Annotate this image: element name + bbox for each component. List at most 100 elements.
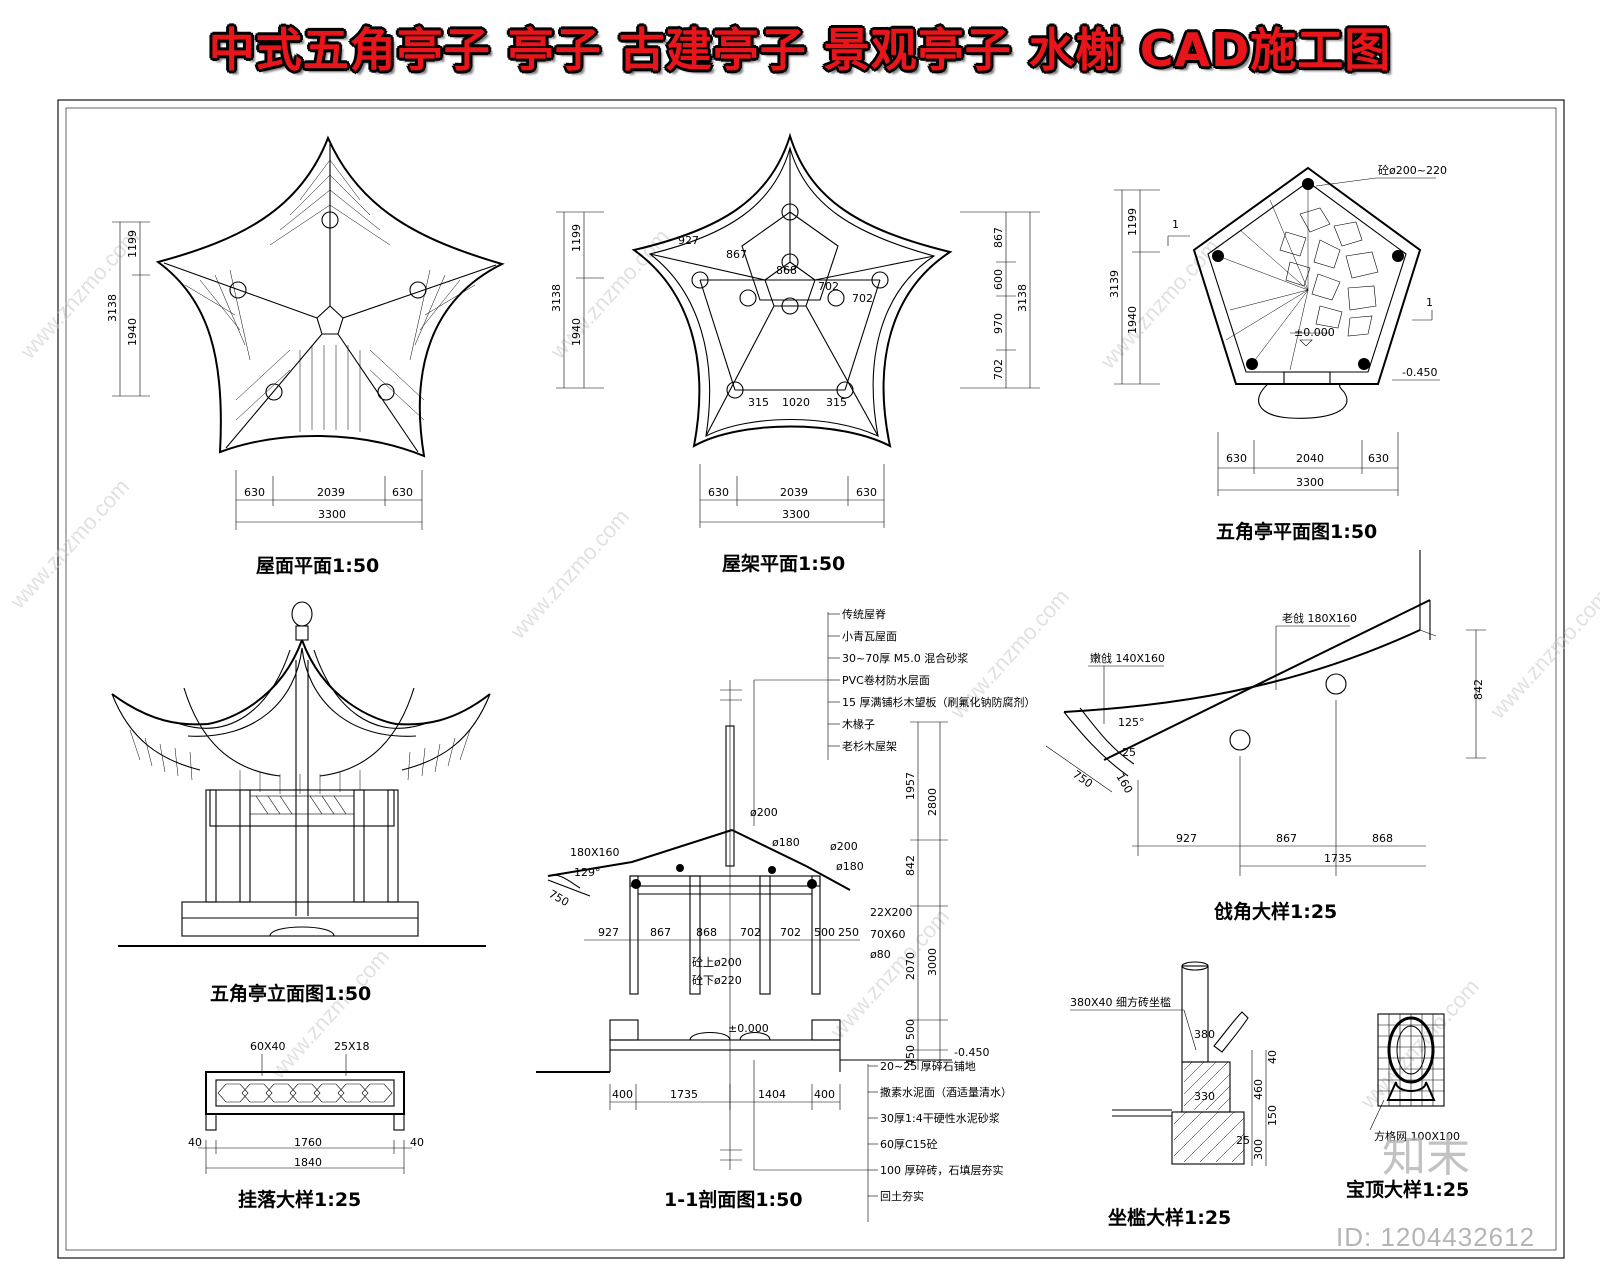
watermark: www.znzmo.com: [1354, 974, 1484, 1114]
member-size: 嫩戗 140X160: [1090, 651, 1165, 665]
dim-text: 25: [1122, 746, 1136, 759]
dim-text: 702: [852, 292, 873, 305]
member-size: ø80: [870, 948, 891, 961]
dim-text: 1020: [782, 396, 810, 409]
dim-text: 927: [678, 234, 699, 247]
finial-detail: 方格网 100X100 宝顶大样1:25: [1346, 1013, 1469, 1201]
finial-ball: [1387, 1016, 1435, 1084]
roof-outline: [155, 135, 505, 458]
dim-text: 1199: [1126, 208, 1139, 236]
drawing-title: 中式五角亭子 亭子 古建亭子 景观亭子 水榭 CAD施工图: [208, 23, 1392, 77]
dim-text: 40: [1266, 1050, 1279, 1064]
angle-label: 125°: [1118, 716, 1145, 729]
dim-text: 1760: [294, 1136, 322, 1149]
dim-text: 2800: [926, 788, 939, 816]
dim-text: 3138: [550, 284, 563, 312]
floor-layer-list: 20~25 厚碎石铺地 撒素水泥面（酒适量清水） 30厚1:4干硬性水泥砂浆 6…: [868, 1059, 1012, 1203]
member-size: 25X18: [334, 1040, 370, 1053]
caption-seat: 坐槛大样1:25: [1108, 1206, 1231, 1229]
member-size: 老戗 180X160: [1282, 612, 1357, 625]
roof-plan: 1199 1940 3138 630 2039 630 3300 屋面平面1:5…: [106, 135, 505, 577]
dim-text: 3139: [1108, 270, 1121, 298]
dim-text: 300: [1252, 1139, 1265, 1160]
sheet-outer-border: [57, 99, 1565, 1259]
level-mark: ±0.000: [728, 1022, 769, 1035]
caption-hanging: 挂落大样1:25: [238, 1188, 361, 1211]
dim-text: 2070: [904, 952, 917, 980]
watermark: www.znzmo.com: [1094, 234, 1224, 374]
layer-note: 撒素水泥面（酒适量清水）: [880, 1085, 1012, 1099]
dim-text: 630: [856, 486, 877, 499]
member-size: 60X40: [250, 1040, 286, 1053]
grid-note: 方格网 100X100: [1374, 1129, 1460, 1143]
dim-text: 40: [188, 1136, 202, 1149]
caption-corner: 戗角大样1:25: [1214, 900, 1337, 923]
dim-text: 250: [838, 926, 859, 939]
dim-text: 315: [748, 396, 769, 409]
dim-text: 2039: [780, 486, 808, 499]
watermark: www.znzmo.com: [504, 504, 634, 644]
dim-text: 750: [547, 887, 572, 909]
dim-text: 3138: [106, 294, 119, 322]
level-mark: -0.450: [1402, 366, 1437, 379]
dim-text: 868: [696, 926, 717, 939]
dim-text: 460: [1252, 1079, 1265, 1100]
member-size: ø180: [772, 836, 800, 849]
caption-elevation: 五角亭立面图1:50: [210, 982, 371, 1005]
layer-note: 30~70厚 M5.0 混合砂浆: [842, 651, 968, 665]
dim-text: 868: [1372, 832, 1393, 845]
watermark: www.znzmo.com: [264, 944, 394, 1084]
layer-note: 小青瓦屋面: [842, 630, 897, 643]
member-size: ø180: [836, 860, 864, 873]
caption-section: 1-1剖面图1:50: [664, 1188, 803, 1211]
level-mark: ±0.000: [1294, 326, 1335, 339]
ridge-pentagon: [316, 305, 344, 335]
member-size: 180X160: [570, 846, 620, 859]
dim-text: 927: [1176, 832, 1197, 845]
layer-note: 老杉木屋架: [842, 739, 897, 753]
dim-text: 702: [818, 280, 839, 293]
column-label: 砼上ø200: [692, 956, 742, 969]
corner-detail: 927 867 868 1735 842 老戗 180X160 嫩戗 140X1…: [1045, 550, 1486, 923]
dim-text: 315: [826, 396, 847, 409]
title-banner: 中式五角亭子 亭子 古建亭子 景观亭子 水榭 CAD施工图: [0, 0, 1600, 88]
column-note: 砼ø200~220: [1378, 164, 1447, 177]
level-mark: -0.450: [954, 1046, 989, 1059]
dim-text: 1840: [294, 1156, 322, 1169]
dim-text: 3300: [782, 508, 810, 521]
floor-plan: ±0.000 -0.450 砼ø200~220 1 1 1199 1940 31…: [1108, 164, 1447, 543]
layer-note: 回土夯实: [880, 1189, 924, 1203]
dim-text: 3000: [926, 948, 939, 976]
dim-text: 1940: [1126, 306, 1139, 334]
brand-id: ID: 1204432612: [1336, 1222, 1536, 1252]
roof-layer-list: 传统屋脊 小青瓦屋面 30~70厚 M5.0 混合砂浆 PVC卷材防水层面 15…: [828, 607, 1036, 753]
dim-text: 160: [1113, 771, 1135, 796]
dim-text: 40: [410, 1136, 424, 1149]
dim-text: 500: [814, 926, 835, 939]
dim-text: 868: [776, 264, 797, 277]
brand-mark: 知末: [1382, 1131, 1470, 1182]
caption-floor-plan: 五角亭平面图1:50: [1216, 520, 1377, 543]
caption-roof-plan: 屋面平面1:50: [256, 555, 379, 577]
column-label: 砼下ø220: [692, 974, 742, 987]
dim-text: 500: [904, 1019, 917, 1040]
frame-plan: 927 867 868 702 702 315 1020 315 1199 19…: [550, 132, 1040, 575]
dim-text: 867: [1276, 832, 1297, 845]
dim-text: 1735: [670, 1088, 698, 1101]
section-mark: 1: [1426, 296, 1433, 309]
dim-text: 630: [392, 486, 413, 499]
watermark: www.znzmo.com: [4, 474, 134, 614]
dim-text: 750: [1070, 768, 1095, 791]
dim-text: 630: [1226, 452, 1247, 465]
dim-text: 1404: [758, 1088, 786, 1101]
dim-text: 1199: [126, 230, 139, 258]
layer-note: 传统屋脊: [842, 607, 886, 621]
member-size: ø200: [830, 840, 858, 853]
layer-note: 15 厚满铺杉木望板（刷氟化钠防腐剂）: [842, 695, 1036, 709]
section-mark: 1: [1172, 218, 1179, 231]
elevation: 五角亭立面图1:50: [111, 601, 491, 1005]
dim-text: 1735: [1324, 852, 1352, 865]
dim-text: 3300: [1296, 476, 1324, 489]
dim-text: 970: [992, 313, 1005, 334]
